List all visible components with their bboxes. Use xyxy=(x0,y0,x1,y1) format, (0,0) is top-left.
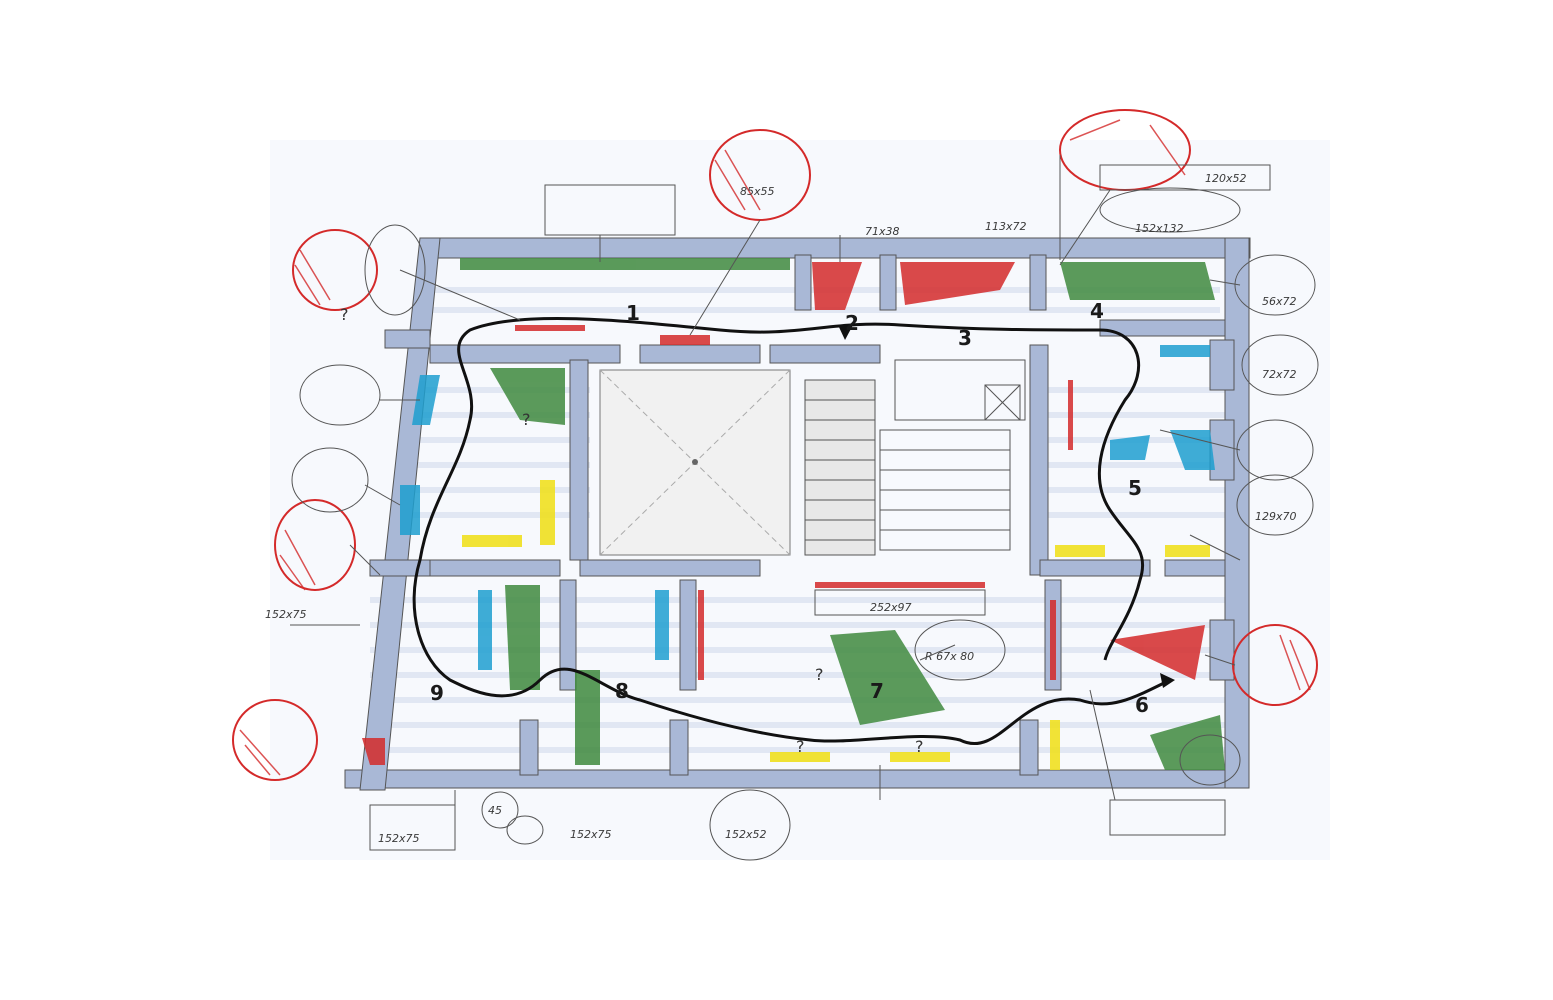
annotation-dims: 152x75 xyxy=(570,828,612,841)
wall-mid-right xyxy=(1039,559,1151,577)
annotation-dims: 56x72 xyxy=(1262,295,1297,308)
wall-bottom-stub-2 xyxy=(669,719,689,776)
inner-walls xyxy=(369,254,1235,776)
annotation-dims: 113x72 xyxy=(985,220,1027,233)
wall-upper-corridor-2 xyxy=(639,344,761,364)
staircase xyxy=(804,359,1026,556)
annotation-dims: 45 xyxy=(488,804,502,817)
annotation-dims: 72x72 xyxy=(1262,368,1297,381)
room-number-2: 2 xyxy=(845,311,859,335)
yellow-panels xyxy=(462,480,1210,770)
wall-vert-1 xyxy=(559,579,577,691)
question-mark: ? xyxy=(796,737,805,756)
wall-central-right xyxy=(1029,344,1049,576)
wall-top-stub-2 xyxy=(879,254,897,311)
annotation-dims: 252x97 xyxy=(870,601,912,614)
wall-left-stub-1 xyxy=(384,329,431,349)
blue-panels xyxy=(400,345,1215,670)
question-mark: ? xyxy=(815,665,824,684)
annotation-dims: 129x70 xyxy=(1255,510,1297,523)
leader-lines xyxy=(290,155,1241,820)
central-hall xyxy=(599,369,791,556)
wall-right xyxy=(1224,237,1250,789)
room-number-7: 7 xyxy=(870,679,884,703)
wall-left-stub-2 xyxy=(369,559,431,577)
annotation-dims: 85x55 xyxy=(740,185,775,198)
wall-top xyxy=(419,237,1251,259)
room-number-5: 5 xyxy=(1128,476,1142,500)
wall-top-stub-1 xyxy=(794,254,812,311)
tour-path xyxy=(412,316,1171,746)
wall-mid-left xyxy=(429,559,561,577)
question-mark: ? xyxy=(340,305,349,324)
room-number-9: 9 xyxy=(430,681,444,705)
question-mark: ? xyxy=(522,410,531,429)
annotation-dims: 152x75 xyxy=(265,608,307,621)
room-number-8: 8 xyxy=(615,679,629,703)
pencil-callouts xyxy=(291,164,1319,861)
wall-right-stub-3 xyxy=(1209,619,1235,681)
red-panels xyxy=(362,262,1205,765)
wall-top-stub-3 xyxy=(1029,254,1047,311)
wall-upper-right xyxy=(1099,319,1226,337)
annotation-dims: 152x52 xyxy=(725,828,767,841)
wall-mid-right-2 xyxy=(1164,559,1226,577)
room-number-1: 1 xyxy=(626,301,640,325)
path-arrow-2 xyxy=(838,325,853,340)
wall-upper-corridor-3 xyxy=(769,344,881,364)
wall-bottom-stub-3 xyxy=(1019,719,1039,776)
wall-mid-center xyxy=(579,559,761,577)
wall-central-left xyxy=(569,359,589,561)
wall-right-stub-1 xyxy=(1209,339,1235,391)
wall-bottom-stub-1 xyxy=(519,719,539,776)
annotation-dims: 152x75 xyxy=(378,832,420,845)
question-mark: ? xyxy=(915,737,924,756)
room-number-6: 6 xyxy=(1135,693,1149,717)
room-number-3: 3 xyxy=(958,326,972,350)
wall-upper-corridor xyxy=(429,344,621,364)
annotation-dims: R 67x 80 xyxy=(925,650,974,663)
red-scribbles xyxy=(239,119,1311,776)
wall-vert-2 xyxy=(679,579,697,691)
path-arrow xyxy=(1160,673,1175,688)
annotation-dims: 120x52 xyxy=(1205,172,1247,185)
annotation-dims: 152x132 xyxy=(1135,222,1184,235)
room-number-4: 4 xyxy=(1090,299,1104,323)
annotation-dims: 71x38 xyxy=(865,225,900,238)
wall-right-stub-2 xyxy=(1209,419,1235,481)
green-panels xyxy=(460,258,1225,770)
